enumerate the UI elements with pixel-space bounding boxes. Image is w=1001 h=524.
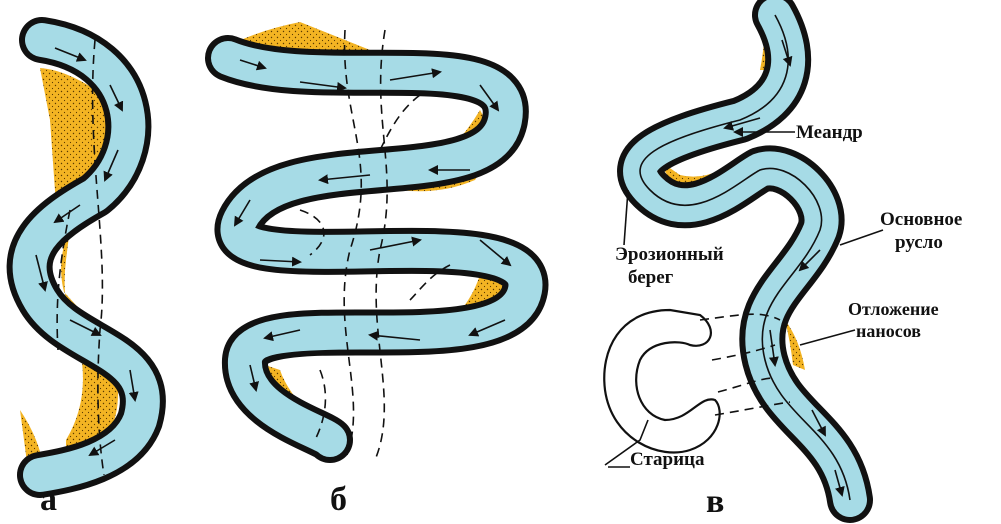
label-erosion-bank-1: Эрозионный — [615, 244, 724, 265]
label-main-channel-2: русло — [895, 232, 943, 253]
label-oxbow: Старица — [630, 449, 705, 470]
oxbow-lake — [604, 310, 719, 453]
panel-label-b: б — [330, 481, 347, 518]
panel-c: Меандр Основное русло Эрозионный берег О… — [604, 15, 962, 520]
panel-label-a: а — [40, 481, 57, 518]
panel-b: б — [228, 22, 525, 518]
panel-label-c: в — [706, 483, 724, 520]
label-meander: Меандр — [796, 122, 863, 143]
label-erosion-bank-2: берег — [628, 267, 674, 288]
label-main-channel-1: Основное — [880, 209, 962, 230]
panel-a: а — [20, 40, 143, 518]
label-sediment-2: наносов — [856, 321, 921, 341]
label-sediment-1: Отложение — [848, 299, 939, 319]
